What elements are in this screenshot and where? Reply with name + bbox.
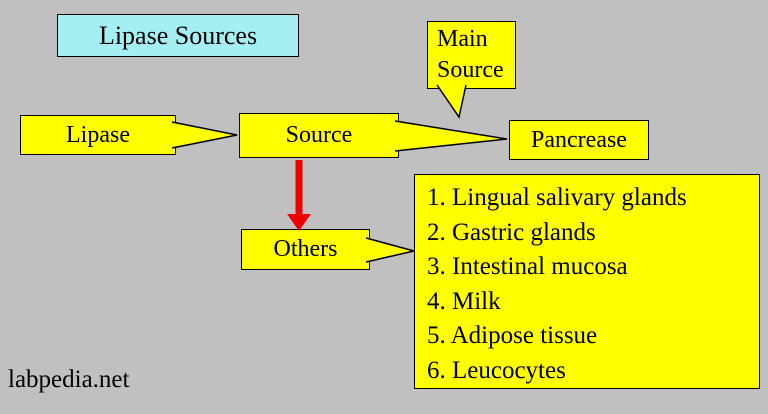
list-item: 6. Leucocytes [427,356,566,384]
node-source: Source [239,113,399,158]
node-main-source: Main Source [427,21,516,89]
connector-lipase-to-source [171,121,238,149]
node-lipase: Lipase [20,115,176,155]
node-pancrease: Pancrease [509,120,649,160]
node-main-source-label: Main Source [437,26,504,83]
node-lipase-label: Lipase [66,121,130,148]
list-item: 5. Adipose tissue [427,322,598,349]
watermark-text: labpedia.net [8,366,130,393]
connector-others-to-list [365,237,415,263]
diagram-title-box: Lipase Sources [57,14,299,57]
list-item: 1. Lingual salivary glands [427,184,687,211]
connector-main-source-pointer [436,84,467,119]
node-others: Others [241,229,370,270]
node-source-label: Source [285,122,353,148]
diagram-title-label: Lipase Sources [98,20,258,50]
node-pancrease-label: Pancrease [531,126,627,153]
list-item: 4. Milk [427,287,501,315]
list-item: 3. Intestinal mucosa [427,253,628,280]
list-item: 2. Gastric glands [427,218,596,246]
others-sources-list: 1. Lingual salivary glands 2. Gastric gl… [414,174,760,389]
node-others-label: Others [273,236,338,262]
connector-source-to-pancrease [394,120,508,152]
